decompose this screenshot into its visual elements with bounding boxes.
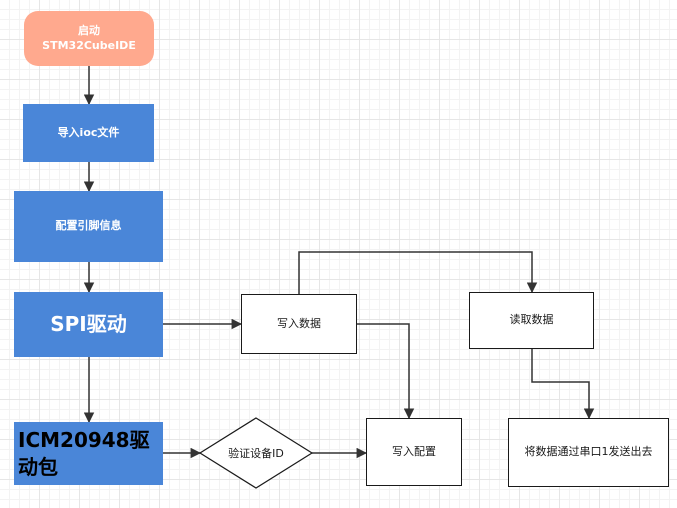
arrow-to-read-data xyxy=(298,251,538,294)
start-label-line2: STM32CubeIDE xyxy=(42,38,136,52)
arrow-write-data-to-config xyxy=(357,323,415,420)
spi-driver-node: SPI驱动 xyxy=(14,292,163,357)
write-config-node: 写入配置 xyxy=(366,418,462,486)
verify-id-label: 验证设备ID xyxy=(228,447,284,460)
icm-driver-node: ICM20948驱动包 xyxy=(14,422,163,485)
send-uart-label: 将数据通过串口1发送出去 xyxy=(524,445,653,459)
send-uart-node: 将数据通过串口1发送出去 xyxy=(508,418,669,487)
read-data-label: 读取数据 xyxy=(509,313,554,327)
write-config-label: 写入配置 xyxy=(392,444,436,458)
write-data-node: 写入数据 xyxy=(241,294,357,354)
start-node: 启动 STM32CubeIDE xyxy=(24,11,154,66)
import-ioc-node: 导入ioc文件 xyxy=(23,104,154,162)
config-pins-label: 配置引脚信息 xyxy=(55,219,122,233)
import-ioc-label: 导入ioc文件 xyxy=(57,125,120,139)
config-pins-node: 配置引脚信息 xyxy=(14,191,163,262)
arrow-read-to-send xyxy=(531,349,595,420)
verify-id-diamond xyxy=(198,417,314,489)
read-data-node: 读取数据 xyxy=(469,292,594,349)
icm-driver-label: ICM20948驱动包 xyxy=(18,427,150,479)
start-label-line1: 启动 xyxy=(78,23,100,37)
spi-driver-label: SPI驱动 xyxy=(50,312,127,336)
write-data-label: 写入数据 xyxy=(277,316,321,330)
